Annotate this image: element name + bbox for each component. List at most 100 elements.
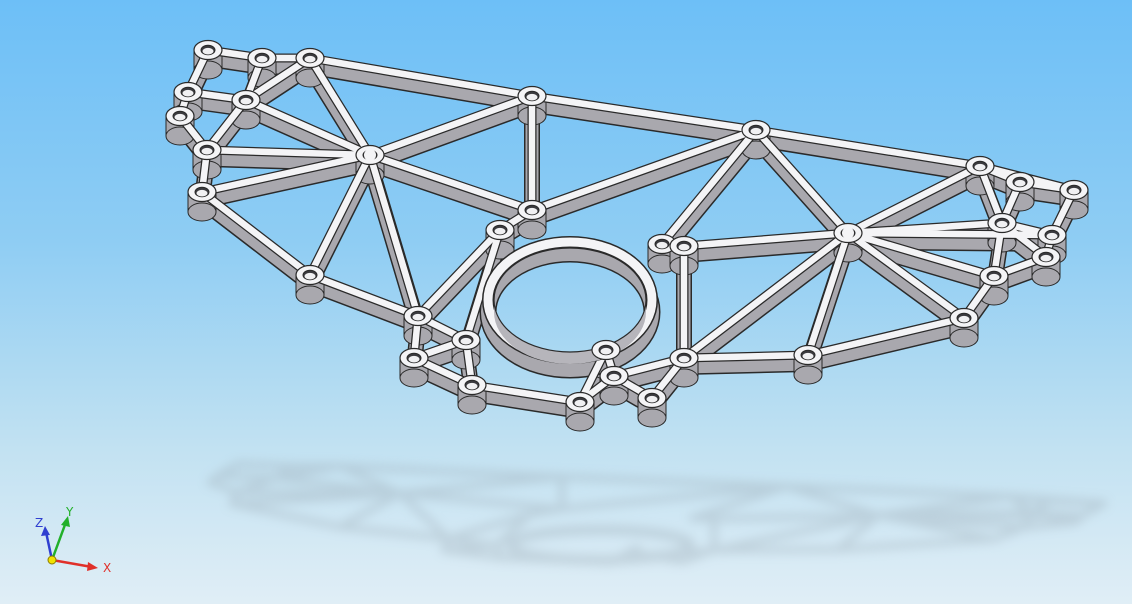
- shadow-bar: [1078, 499, 1108, 520]
- truss-bar: [752, 126, 984, 170]
- shadow-bar: [1020, 518, 1080, 531]
- shadow-bar: [834, 511, 882, 553]
- boss-cylinder-bottom: [295, 285, 325, 305]
- bolt-hole-highlight: [1046, 232, 1058, 240]
- bolt-hole-highlight: [466, 382, 478, 390]
- shadow-bar: [336, 462, 566, 481]
- boss-cylinder-bottom: [599, 386, 629, 406]
- bolt-hole-highlight: [526, 93, 538, 101]
- boss-cylinder-bottom: [399, 368, 429, 388]
- bar-wall: [363, 157, 539, 226]
- truss-bar: [680, 229, 852, 362]
- bar-wall: [465, 387, 587, 418]
- ring-inner-edge: [493, 247, 647, 353]
- shadow-bar: [710, 511, 882, 523]
- triad-origin: [47, 555, 57, 565]
- bar-wall: [655, 132, 763, 260]
- truss-bar: [528, 92, 760, 134]
- y-axis-arrow: [50, 521, 68, 561]
- bolt-hole-highlight: [201, 147, 213, 155]
- truss-bar: [366, 92, 536, 159]
- bolt-hole-highlight: [600, 347, 612, 355]
- boss-cylinder-bottom: [637, 408, 667, 428]
- bar-wall: [363, 98, 539, 171]
- shadow-bar: [710, 545, 842, 554]
- shadow-bar: [782, 482, 1014, 500]
- shadow-bar: [214, 472, 280, 482]
- bolt-hole-highlight: [240, 97, 252, 105]
- truss-bar: [804, 314, 968, 359]
- shadow-bar: [782, 482, 882, 519]
- truss-bar: [462, 226, 504, 344]
- bolt-hole-highlight: [1068, 187, 1080, 195]
- bolt-hole-highlight: [526, 207, 538, 215]
- truss-bar: [366, 151, 536, 214]
- shadow-bar: [688, 514, 718, 523]
- truss-bar: [804, 229, 852, 359]
- bolt-hole-highlight: [196, 189, 208, 197]
- bar-wall: [677, 235, 855, 262]
- bar-wall: [195, 194, 317, 291]
- boss-cylinder-bottom: [793, 365, 823, 385]
- shadow-bar: [234, 460, 296, 470]
- bolt-hole-highlight: [802, 352, 814, 360]
- shadow-bar: [336, 489, 404, 531]
- bar-wall: [749, 132, 987, 182]
- shadow-bar: [526, 505, 566, 518]
- bolt-hole-highlight: [174, 113, 186, 121]
- bar-wall: [303, 60, 539, 112]
- shadow-bar: [396, 473, 566, 497]
- shadow-bar: [710, 511, 882, 554]
- shadow-bar: [396, 489, 452, 542]
- shadow-bar: [228, 500, 344, 531]
- bolt-hole-highlight: [304, 55, 316, 63]
- bar-wall: [749, 132, 855, 249]
- shadow-bar: [558, 482, 790, 513]
- hub-node: [364, 149, 376, 161]
- bar-wall: [801, 320, 971, 371]
- truss-bar: [658, 126, 760, 248]
- z-axis-arrow: [44, 531, 54, 561]
- bolt-hole-highlight: [750, 127, 762, 135]
- bar-wall: [195, 157, 377, 208]
- truss-bar: [366, 151, 422, 320]
- part-top-faces: [165, 39, 1089, 413]
- truss-bar: [306, 151, 374, 279]
- x-axis-arrow: [51, 558, 93, 569]
- shadow-bar: [444, 510, 534, 542]
- orientation-triad: X Y Z: [35, 505, 111, 575]
- bolt-hole-highlight: [678, 243, 690, 251]
- truss-bar: [528, 126, 760, 214]
- truss-bar: [844, 162, 984, 237]
- bolt-hole-highlight: [678, 355, 690, 363]
- bolt-hole-highlight: [646, 395, 658, 403]
- shadow-bar: [228, 489, 404, 508]
- boss-cylinder-bottom: [187, 202, 217, 222]
- bolt-hole-highlight: [974, 163, 986, 171]
- truss-bar: [468, 381, 584, 406]
- shadow-bar: [1046, 497, 1108, 507]
- bolt-hole-highlight: [574, 399, 586, 407]
- shadow-bar: [396, 489, 566, 513]
- bolt-hole-highlight: [958, 315, 970, 323]
- boss-cylinder-bottom: [517, 220, 547, 240]
- bolt-hole-highlight: [1040, 254, 1052, 262]
- bolt-hole-highlight: [182, 89, 194, 97]
- bolt-hole-highlight: [656, 241, 668, 249]
- truss-bar: [844, 229, 968, 322]
- part-floor-shadow: [206, 460, 1108, 567]
- shadow-bar: [492, 510, 534, 549]
- truss-plate-part[interactable]: [165, 39, 1089, 432]
- boss-cylinder-bottom: [565, 412, 595, 432]
- bolt-hole-highlight: [202, 47, 214, 55]
- shadow-bar: [834, 535, 998, 553]
- truss-bar: [680, 229, 852, 250]
- shadow-ring: [505, 525, 695, 565]
- bolt-hole-highlight: [988, 273, 1000, 281]
- y-axis-arrowhead: [61, 516, 70, 527]
- bolt-hole-highlight: [408, 355, 420, 363]
- shadow-bar: [558, 473, 790, 490]
- bolt-hole-highlight: [412, 313, 424, 321]
- truss-bar: [844, 229, 1056, 239]
